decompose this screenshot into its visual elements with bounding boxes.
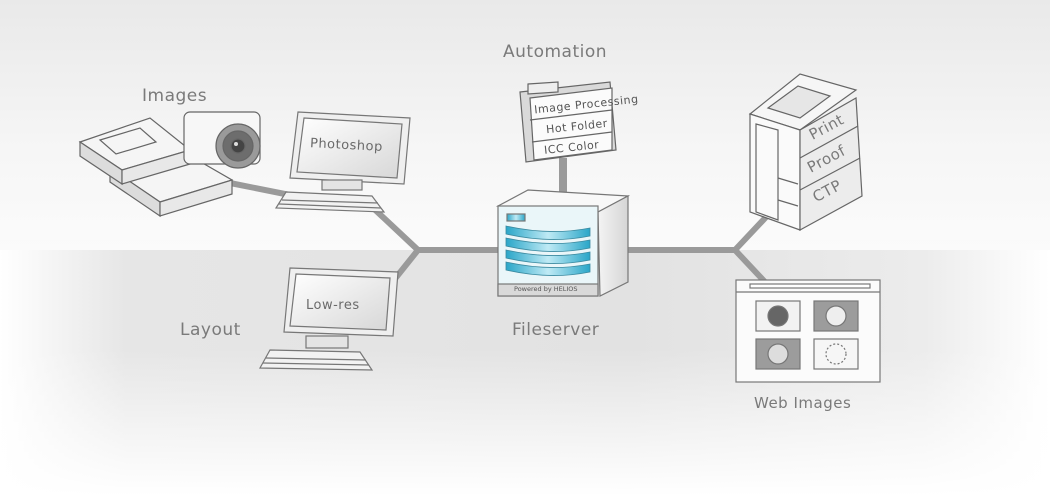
label-fileserver: Fileserver — [512, 320, 600, 340]
automation-sign-icon — [519, 81, 617, 198]
camera-icon — [183, 111, 261, 169]
photoshop-monitor-icon — [274, 111, 411, 213]
scanner-icon — [78, 117, 234, 218]
output-device-icon — [748, 73, 863, 232]
monitor-lowres-text: Low-res — [306, 298, 360, 313]
label-images: Images — [142, 86, 208, 106]
label-automation: Automation — [503, 42, 608, 62]
lowres-monitor-icon — [258, 267, 399, 371]
label-web-images: Web Images — [754, 394, 852, 412]
fileserver-icon — [495, 189, 631, 297]
connector-web — [732, 247, 768, 285]
connector-right-hub — [628, 212, 771, 253]
fileserver-badge: Powered by HELIOS — [514, 285, 578, 293]
connector-images-to-photoshop — [224, 179, 291, 198]
connector-left-hub — [367, 202, 498, 253]
label-layout: Layout — [180, 320, 241, 340]
browser-window-icon — [735, 279, 881, 383]
thumbnail-4 — [813, 338, 859, 370]
